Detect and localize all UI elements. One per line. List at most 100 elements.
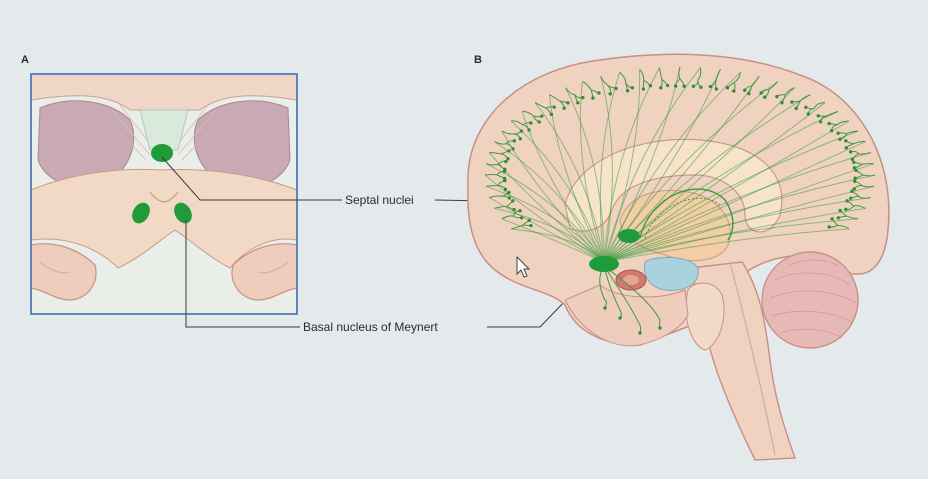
fiber-trunk (501, 218, 605, 263)
fiber-branch (751, 75, 760, 87)
fiber-trunk (603, 265, 661, 321)
fiber-terminal (836, 216, 840, 220)
fiber-terminal (682, 84, 686, 88)
fiber-branch (861, 162, 874, 165)
fiber-branch (549, 94, 560, 102)
fiber-trunk (603, 130, 859, 263)
fiber-trunk (603, 67, 661, 263)
fiber-trunk (603, 174, 876, 263)
fiber-terminal (603, 306, 607, 310)
fiber-terminal (849, 196, 853, 200)
fiber-terminal (511, 199, 515, 203)
fiber-trunk (484, 174, 605, 263)
fiber-branch (485, 163, 499, 166)
fiber-trunk (603, 152, 871, 263)
fiber-branch (494, 141, 507, 145)
fiber-trunk (510, 120, 605, 263)
fiber-terminal (844, 146, 848, 150)
fiber-terminal (816, 114, 820, 118)
fiber-trunk (599, 72, 621, 263)
fiber-terminal (827, 225, 831, 229)
fiber-branch (489, 152, 502, 155)
fiber-terminal (507, 196, 511, 200)
fiber-terminal (503, 167, 507, 171)
fiber-terminal (529, 121, 533, 125)
fiber-terminal (804, 105, 808, 109)
fiber-terminal (853, 179, 857, 183)
fiber-terminal (608, 92, 612, 96)
panel-a-illustration (30, 73, 298, 315)
fiber-terminal (849, 150, 853, 154)
fiber-branch (813, 102, 825, 109)
fiber-branch (784, 87, 795, 96)
fiber-terminal (714, 87, 719, 91)
fiber-terminal (507, 149, 511, 153)
basal-nucleus-a-right (174, 202, 192, 224)
fiber-terminal (838, 208, 842, 213)
fiber-terminal (552, 105, 556, 109)
fiber-branch (846, 215, 859, 220)
fiber-trunk (603, 228, 849, 263)
fiber-terminal (780, 101, 784, 105)
fiber-trunk (564, 87, 605, 263)
fiber-terminal (512, 208, 516, 212)
fiber-terminal (581, 96, 585, 100)
fiber-branch (837, 224, 850, 230)
fiber-terminal (638, 331, 642, 335)
fiber-branch (678, 66, 681, 80)
fiber-terminal (537, 120, 541, 124)
fiber-terminal (519, 129, 524, 133)
fiber-branch (715, 69, 721, 81)
fiber-trunk (603, 67, 701, 263)
fiber-terminal (732, 89, 736, 93)
fiber-trunk (489, 197, 605, 263)
fiber-branch (501, 130, 514, 135)
fiber-terminal (630, 86, 635, 90)
panel-b-illustration (467, 53, 890, 461)
fiber-terminal (853, 176, 857, 180)
fiber-terminal (854, 168, 858, 172)
fiber-branch (799, 94, 811, 102)
fiber-terminal (830, 129, 834, 133)
fiber-trunk (603, 218, 859, 263)
fiber-branch (659, 67, 663, 80)
fiber-terminal (562, 106, 566, 110)
fiber-terminal (747, 92, 751, 96)
fiber-terminal (511, 147, 515, 151)
panel-a-frame (30, 73, 298, 315)
fiber-branch (582, 81, 592, 91)
fiber-terminal (743, 88, 747, 92)
fiber-terminal (830, 217, 834, 221)
fiber-terminal (666, 83, 670, 88)
basal-nucleus-b (589, 256, 619, 272)
fiber-trunk (600, 76, 613, 263)
fiber-branch (853, 205, 866, 209)
fiber-terminal (852, 187, 856, 191)
fiber-terminal (806, 112, 810, 116)
fiber-terminal (507, 190, 511, 195)
fiber-terminal (512, 139, 516, 143)
fiber-terminal (850, 157, 855, 161)
fiber-terminal (527, 218, 531, 222)
fiber-trunk (494, 141, 605, 263)
fiber-terminal (852, 166, 856, 170)
fiber-trunk (603, 185, 875, 263)
fiber-terminal (844, 139, 848, 143)
fiber-terminal (518, 137, 523, 141)
fiber-branch (858, 195, 871, 199)
fiber-trunk (501, 130, 605, 263)
fiber-branch (534, 102, 547, 109)
fiber-trunk (603, 197, 871, 263)
mouse-pointer-icon (516, 255, 531, 278)
fiber-terminal (845, 199, 849, 203)
septal-leader-a (161, 156, 342, 201)
fiber-branch (768, 81, 778, 91)
fiber-trunk (579, 81, 605, 263)
fiber-trunk (549, 94, 605, 263)
fiber-terminal (503, 176, 507, 181)
fiber-branch (826, 111, 838, 117)
fiber-terminal (566, 101, 570, 105)
fiber-branch (522, 110, 534, 117)
fiber-terminal (775, 95, 779, 99)
